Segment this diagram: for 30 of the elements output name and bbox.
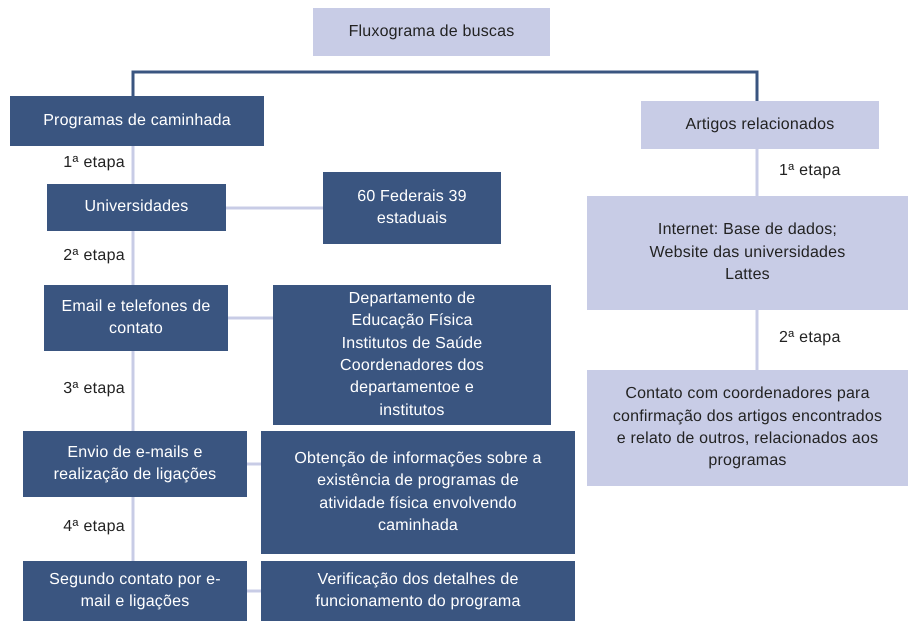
connector-line [247, 462, 261, 466]
info-box: Artigos relacionados [641, 101, 879, 149]
step-box: Universidades [47, 184, 226, 231]
edge-label: 2ª etapa [779, 329, 841, 347]
step-box: Obtenção de informações sobre a existência de programas de atividade física envolvendo caminhada [261, 431, 575, 554]
connector-line [247, 590, 261, 592]
info-box: Internet: Base de dados; Website das universidades Lattes [587, 196, 908, 310]
edge-label: 1ª etapa [63, 154, 125, 172]
step-box: Departamento de Educação Física Institutos de Saúde Coordenadores dos departamentoe e institutos [273, 285, 551, 425]
edge-label: 2ª etapa [63, 247, 125, 265]
info-box: Contato com coordenadores para confirmação dos artigos encontrados e relato de outros, relacionados aos programas [587, 370, 908, 486]
connector-line [228, 316, 273, 320]
edge-label: 1ª etapa [779, 162, 841, 180]
step-box: Email e telefones de contato [44, 285, 228, 351]
title-box: Fluxograma de buscas [313, 8, 550, 56]
connector-line [756, 310, 758, 370]
connector-line [226, 206, 323, 210]
connector-line [132, 497, 134, 561]
step-box: Verificação dos detalhes de funcionamento do programa [261, 561, 575, 621]
step-box: Programas de caminhada [10, 96, 264, 146]
connector-line [132, 70, 758, 101]
connector-line [132, 146, 134, 184]
step-box: Segundo contato por e-mail e ligações [23, 561, 247, 621]
connector-line [132, 231, 134, 285]
edge-label: 4ª etapa [63, 518, 125, 536]
connector-line [132, 351, 134, 431]
step-box: 60 Federais 39 estaduais [323, 172, 501, 244]
edge-label: 3ª etapa [63, 380, 125, 398]
step-box: Envio de e-mails e realização de ligações [23, 431, 247, 497]
connector-line [756, 149, 758, 196]
